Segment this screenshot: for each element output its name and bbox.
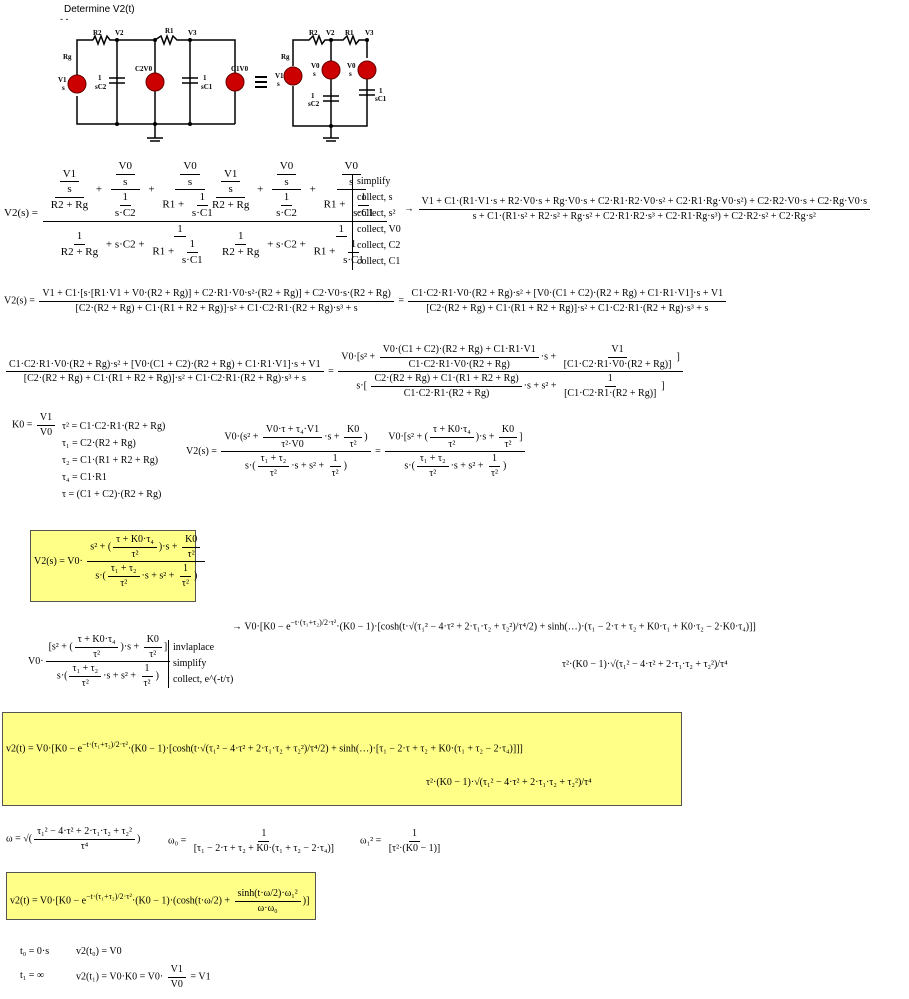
highlight-box-1 bbox=[30, 530, 196, 602]
eq1-result: → V1 + C1·(R1·V1·s + R2·V0·s + Rg·V0·s +… bbox=[404, 196, 872, 222]
omega1-definition: ω₁² = 1[τ²·(K0 − 1)] bbox=[360, 828, 441, 854]
svg-text:V2: V2 bbox=[326, 29, 335, 37]
v2-at-t0: v2(t₀) = V0 bbox=[76, 946, 122, 957]
svg-text:s: s bbox=[62, 84, 65, 92]
symbolic-commands-1: simplify collect, s collect, s² collect,… bbox=[352, 174, 401, 270]
equation-3: C1·C2·R1·V0·(R2 + Rg)·s² + [V0·(C1 + C2)… bbox=[4, 344, 685, 399]
svg-text:sC2: sC2 bbox=[95, 83, 107, 91]
svg-text:s: s bbox=[277, 80, 280, 88]
svg-text:V3: V3 bbox=[365, 29, 374, 37]
highlight-box-3 bbox=[6, 872, 316, 920]
svg-text:V1: V1 bbox=[275, 72, 284, 80]
omega0-definition: ω₀ = 1[τ₁ − 2·τ + τ₂ + K0·(τ₁ + τ₂ − 2·τ… bbox=[168, 828, 334, 854]
svg-text:1: 1 bbox=[203, 74, 207, 82]
svg-text:C2V0: C2V0 bbox=[135, 65, 153, 73]
svg-text:R1: R1 bbox=[165, 27, 174, 35]
svg-text:s: s bbox=[313, 70, 316, 78]
svg-text:R2: R2 bbox=[309, 29, 318, 37]
svg-text:Rg: Rg bbox=[63, 53, 72, 61]
highlight-box-2 bbox=[2, 712, 682, 806]
page-title: Determine V2(t) bbox=[64, 4, 135, 15]
eq1-lhs: V2(s) = bbox=[4, 206, 39, 219]
equation-2: V2(s) = V1 + C1·[s·[R1·V1 + V0·(R2 + Rg)… bbox=[4, 288, 728, 314]
svg-text:sC2: sC2 bbox=[308, 100, 320, 108]
boxed-equation-3: v2(t) = V0·[K0 − e−t·(τ₁+τ₂)/2·τ²·(K0 − … bbox=[10, 888, 310, 914]
svg-text:R1: R1 bbox=[345, 29, 354, 37]
svg-text:s: s bbox=[349, 70, 352, 78]
svg-text:Rg: Rg bbox=[281, 53, 290, 61]
svg-text:1: 1 bbox=[98, 74, 102, 82]
svg-text:V0: V0 bbox=[347, 62, 356, 70]
equation-5-result: → V0·[K0 − e−t·(τ₁+τ₂)/2·τ²·(K0 − 1)·[co… bbox=[232, 618, 756, 670]
boxed-equation-2: v2(t) = V0·[K0 − e−t·(τ₁+τ₂)/2·τ²·(K0 − … bbox=[6, 740, 592, 788]
symbolic-commands-2: invlaplace simplify collect, e^(-t/τ) bbox=[168, 640, 233, 688]
svg-text:V3: V3 bbox=[188, 29, 197, 37]
title-ellipsis: - - bbox=[60, 14, 69, 24]
svg-text:V0: V0 bbox=[311, 62, 320, 70]
tau-definitions: τ² = C1·C2·R1·(R2 + Rg) τ₁ = C2·(R2 + Rg… bbox=[62, 421, 166, 500]
t1-definition: t₁ = ∞ bbox=[20, 970, 45, 981]
svg-text:V1: V1 bbox=[58, 76, 67, 84]
t0-definition: t₀ = 0·s bbox=[20, 946, 50, 957]
svg-text:1: 1 bbox=[379, 87, 383, 95]
svg-text:1: 1 bbox=[311, 92, 315, 100]
svg-text:sC1: sC1 bbox=[375, 95, 387, 103]
svg-text:C1V0: C1V0 bbox=[231, 65, 249, 73]
svg-text:R2: R2 bbox=[93, 29, 102, 37]
svg-text:V2: V2 bbox=[115, 29, 124, 37]
svg-text:sC1: sC1 bbox=[201, 83, 213, 91]
